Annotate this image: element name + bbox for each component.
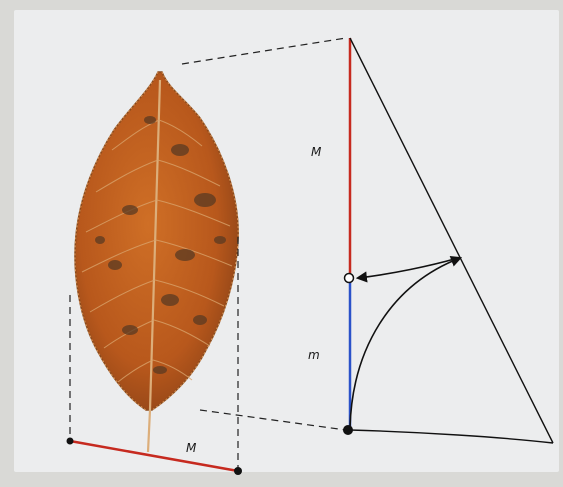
leaf-midrib	[146, 79, 162, 453]
major-vertical-label: M	[311, 145, 322, 159]
bottom-edge	[349, 429, 554, 444]
bottom-dashed-guide	[199, 409, 347, 431]
major-base-label: M	[186, 441, 197, 455]
sweep-arc	[349, 256, 463, 429]
hypotenuse	[349, 37, 554, 444]
leaf-spots	[95, 116, 226, 374]
minor-vertical-label: m	[308, 348, 320, 362]
base-left-dot	[66, 437, 74, 445]
open-circle-icon	[343, 272, 355, 284]
return-arc	[355, 257, 459, 283]
base-right-dot	[234, 467, 242, 475]
dashed-guides	[69, 37, 347, 471]
leaf-veins	[81, 119, 233, 383]
leaf-icon	[74, 71, 239, 453]
filled-dot-icon	[343, 425, 353, 435]
base-major-segment	[69, 439, 239, 473]
top-dashed-guide	[181, 37, 347, 65]
golden-triangle	[343, 37, 554, 444]
leaf-serration	[74, 71, 159, 411]
